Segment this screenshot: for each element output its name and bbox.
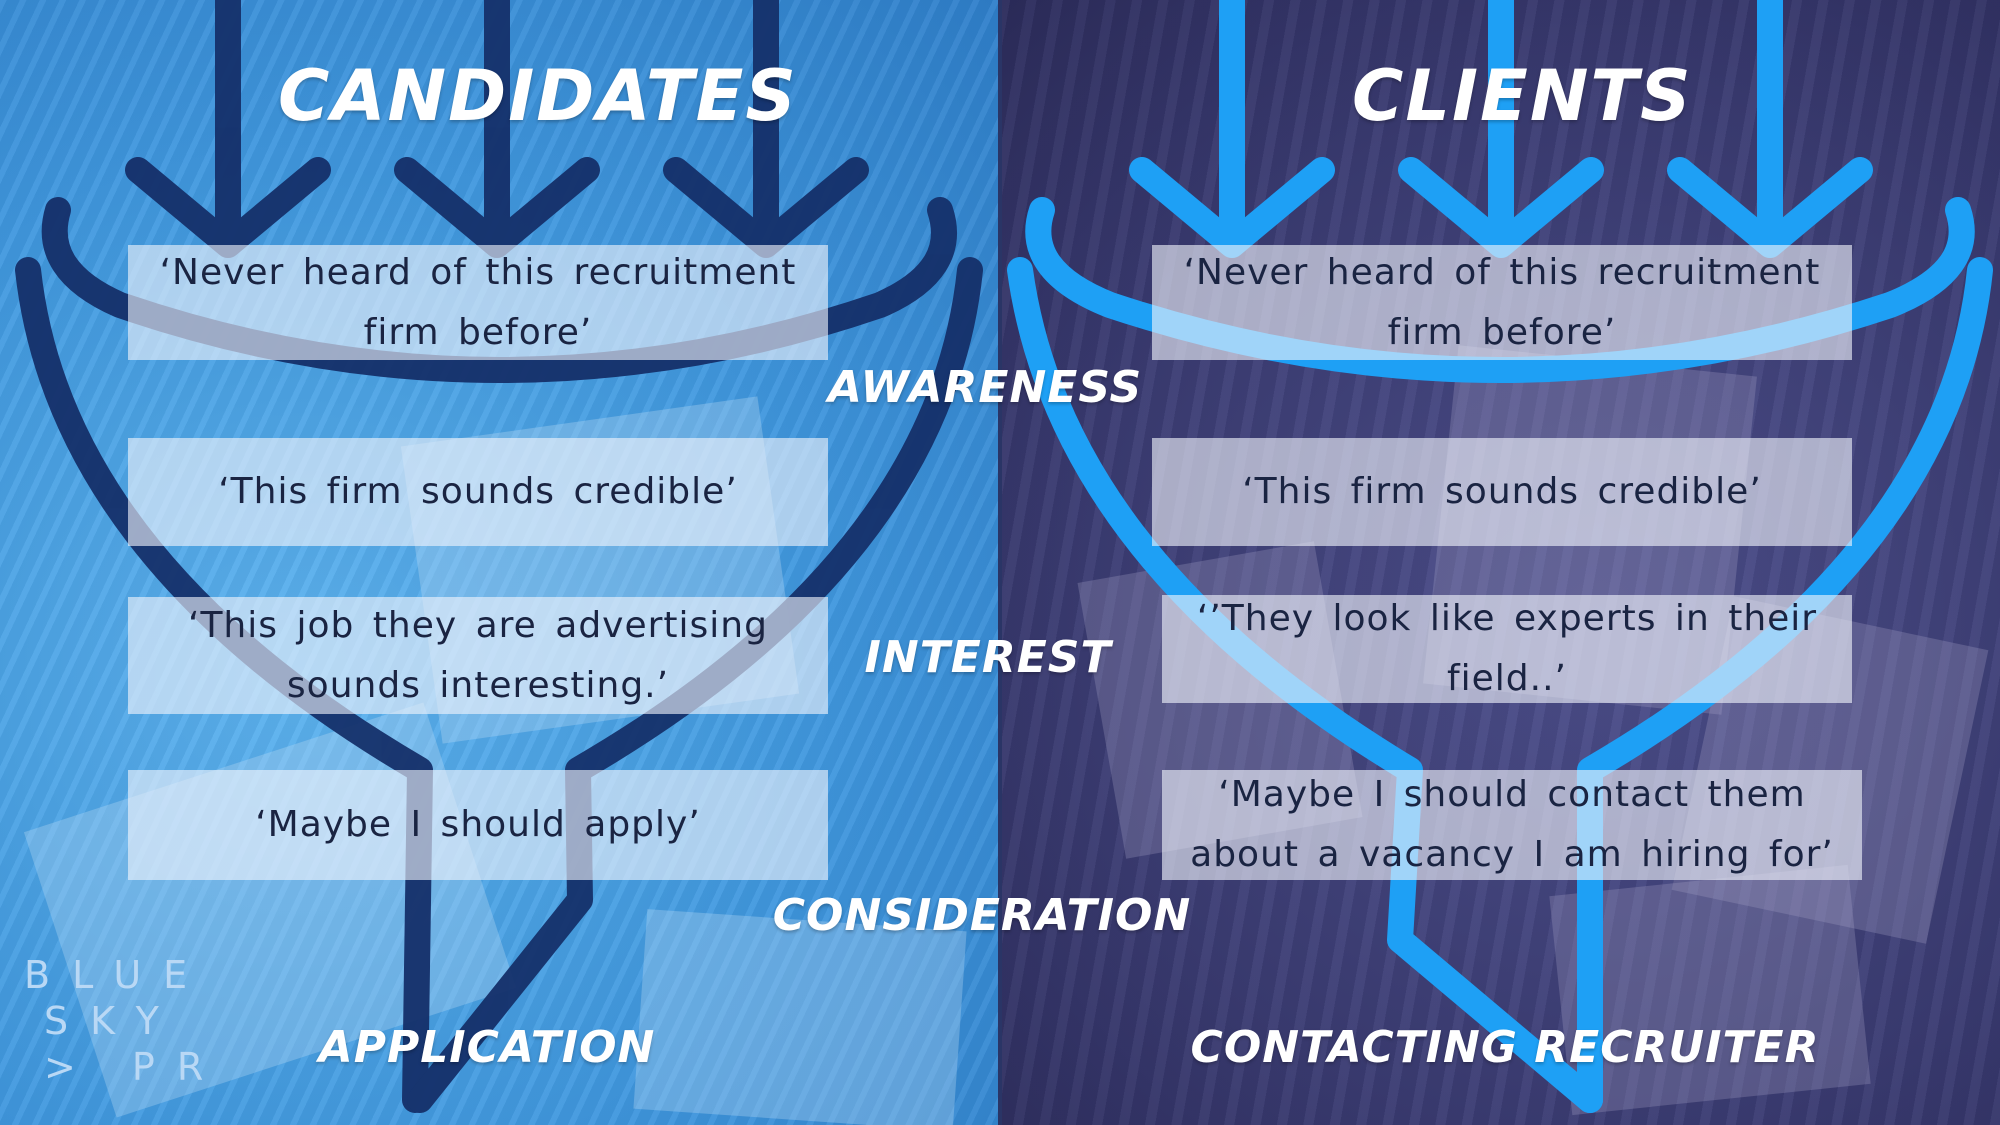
- candidates-quote-awareness: ‘Never heard of this recruitment firm be…: [128, 245, 828, 360]
- down-arrow-icon: [1129, 0, 1335, 258]
- stage-application: APPLICATION: [318, 1022, 656, 1073]
- stage-awareness: AWARENESS: [827, 362, 1143, 413]
- clients-quote-awareness: ‘Never heard of this recruitment firm be…: [1152, 245, 1852, 360]
- candidates-quote-consideration: ‘Maybe I should apply’: [128, 770, 828, 880]
- down-arrow-icon: [1667, 0, 1873, 258]
- funnel-body: [407, 257, 983, 1113]
- clients-title: CLIENTS: [1352, 55, 1693, 137]
- funnel-rim: [1025, 197, 1975, 383]
- funnel-body: [15, 257, 433, 1113]
- candidates-quote-credible: ‘This firm sounds credible’: [128, 438, 828, 546]
- center-divider: [998, 0, 1002, 1125]
- blue-sky-pr-logo: BLUE SKY > PR: [24, 952, 225, 1090]
- funnel-body: [1007, 257, 1603, 1113]
- funnel-body: [1577, 257, 1993, 1113]
- clients-quote-credible: ‘This firm sounds credible’: [1152, 438, 1852, 546]
- funnel-rim: [41, 197, 957, 383]
- candidates-title: CANDIDATES: [278, 55, 798, 137]
- logo-line-1: BLUE: [24, 953, 210, 997]
- candidates-quote-interest: ‘This job they are advertising sounds in…: [128, 597, 828, 714]
- stage-interest: INTEREST: [864, 632, 1112, 683]
- clients-quote-interest: ‘’They look like experts in their field.…: [1162, 595, 1852, 703]
- candidates-funnel: [15, 0, 983, 1113]
- stage-consideration: CONSIDERATION: [772, 890, 1192, 941]
- logo-line-3: > PR: [44, 1045, 226, 1089]
- stage-contacting-recruiter: CONTACTING RECRUITER: [1190, 1022, 1820, 1073]
- logo-line-2: SKY: [44, 999, 181, 1043]
- clients-funnel: [1007, 0, 1993, 1113]
- clients-quote-consideration: ‘Maybe I should contact them about a vac…: [1162, 770, 1862, 880]
